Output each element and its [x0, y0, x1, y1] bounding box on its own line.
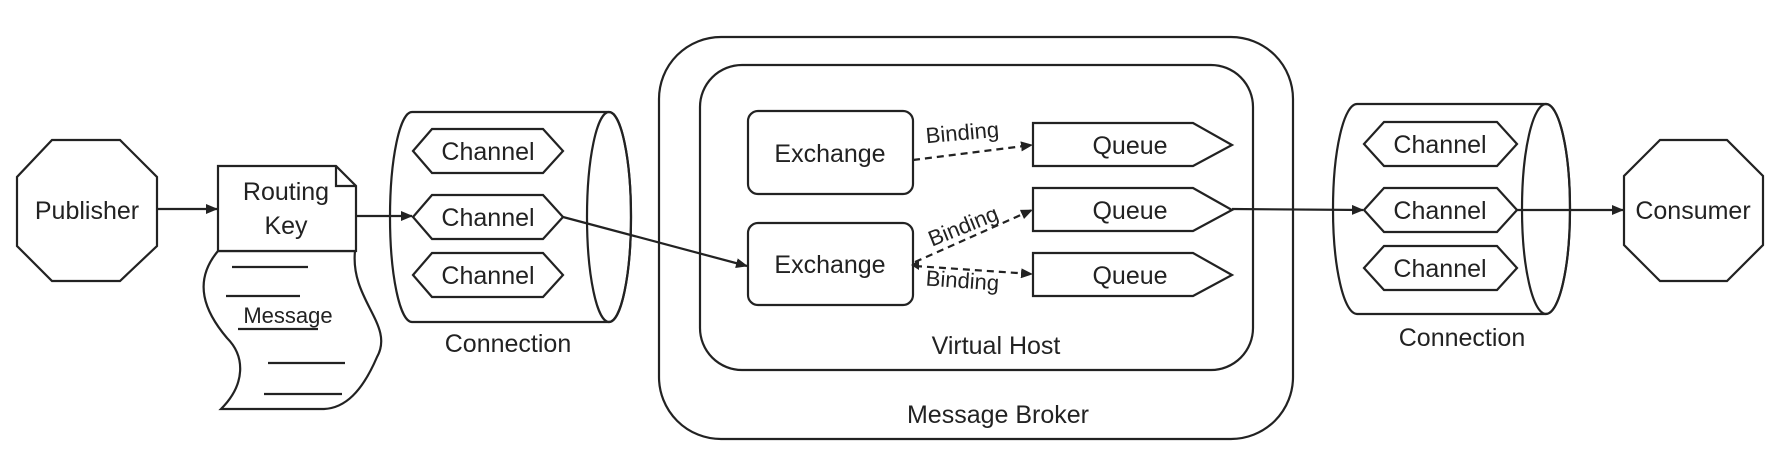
queue-2: Queue — [1031, 186, 1235, 233]
channel-left-1: Channel — [411, 127, 565, 175]
connection-left-label: Connection — [445, 330, 571, 358]
publisher-node: Publisher — [15, 138, 159, 283]
binding-edge-3 — [914, 264, 1033, 279]
svg-text:Channel: Channel — [441, 138, 534, 166]
virtual-host-label: Virtual Host — [932, 332, 1061, 360]
binding-edge-3-tail — [911, 260, 919, 270]
binding-edge-1 — [912, 141, 1033, 162]
exchange-bottom: Exchange — [746, 221, 915, 307]
svg-text:Queue: Queue — [1092, 132, 1167, 160]
routing-key-note: Routing Key — [216, 164, 358, 253]
binding-label-3: Binding — [925, 265, 1000, 295]
channel-left-2: Channel — [411, 193, 565, 241]
routing-key-label-line1: Routing — [243, 178, 329, 206]
channel-right-1: Channel — [1362, 120, 1519, 168]
routing-key-shape — [216, 164, 358, 253]
svg-text:Channel: Channel — [1393, 197, 1486, 225]
svg-text:Channel: Channel — [1393, 255, 1486, 283]
edge-queue-to-channel — [1231, 204, 1364, 215]
binding-edge-2 — [914, 208, 1033, 264]
channel-right-2: Channel — [1362, 186, 1519, 234]
connection-left: Connection Channel Channel Channel — [388, 110, 633, 358]
queue-1: Queue — [1031, 121, 1235, 168]
consumer-node: Consumer — [1622, 138, 1765, 283]
publisher-octagon — [15, 138, 159, 283]
connection-right-label: Connection — [1399, 324, 1525, 352]
svg-text:Exchange: Exchange — [774, 251, 885, 279]
svg-text:Queue: Queue — [1092, 197, 1167, 225]
edge-channel-to-exchange — [562, 215, 748, 269]
exchange-top: Exchange — [746, 109, 915, 196]
consumer-label: Consumer — [1635, 197, 1750, 225]
queue-3: Queue — [1031, 251, 1235, 298]
publisher-label: Publisher — [35, 197, 139, 225]
svg-text:Channel: Channel — [1393, 131, 1486, 159]
message-label: Message — [243, 303, 332, 328]
svg-text:Queue: Queue — [1092, 262, 1167, 290]
message-broker-label: Message Broker — [907, 401, 1089, 429]
consumer-octagon — [1622, 138, 1765, 283]
svg-text:Channel: Channel — [441, 204, 534, 232]
connection-right: Connection Channel Channel Channel — [1331, 102, 1572, 352]
channel-left-3: Channel — [411, 251, 565, 299]
svg-text:Channel: Channel — [441, 262, 534, 290]
channel-right-3: Channel — [1362, 244, 1519, 292]
message-document: Message — [202, 249, 383, 411]
svg-text:Exchange: Exchange — [774, 140, 885, 168]
routing-key-label-line2: Key — [264, 212, 308, 240]
